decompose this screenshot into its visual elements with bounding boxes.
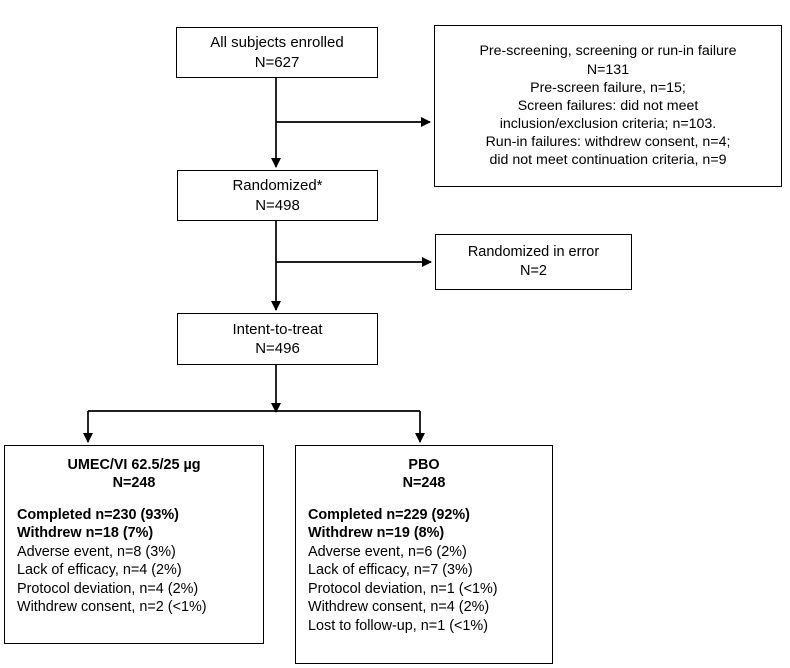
- node-umec-vi-arm: UMEC/VI 62.5/25 µg N=248 Completed n=230…: [4, 445, 264, 644]
- node-prescreening-failure: Pre-screening, screening or run-in failu…: [434, 25, 782, 187]
- pbo-arm-row-protocol-deviation: Protocol deviation, n=1 (<1%): [308, 580, 498, 597]
- prescreen-failure-line-5: inclusion/exclusion criteria; n=103.: [499, 116, 717, 133]
- node-rand-error-count: N=2: [519, 263, 547, 279]
- node-intent-to-treat: Intent-to-treat N=496: [177, 313, 378, 365]
- pbo-arm-row-lost-to-follow-up: Lost to follow-up, n=1 (<1%): [308, 617, 488, 634]
- prescreen-failure-line-2: N=131: [586, 61, 630, 78]
- node-itt-label: Intent-to-treat: [232, 320, 323, 338]
- pbo-arm-row-lack-of-efficacy: Lack of efficacy, n=7 (3%): [308, 562, 473, 579]
- node-randomized-label: Randomized*: [232, 177, 323, 195]
- node-randomized: Randomized* N=498: [177, 170, 378, 221]
- pbo-arm-row-completed: Completed n=229 (92%): [308, 506, 470, 523]
- umec-arm-count: N=248: [112, 475, 156, 492]
- node-itt-count: N=496: [255, 340, 300, 357]
- pbo-arm-title: PBO: [408, 457, 440, 473]
- umec-arm-row-withdrew: Withdrew n=18 (7%): [17, 525, 154, 542]
- pbo-arm-row-adverse-event: Adverse event, n=6 (2%): [308, 543, 467, 560]
- node-enrolled-count: N=627: [254, 53, 300, 71]
- umec-arm-title: UMEC/VI 62.5/25 µg: [67, 457, 201, 473]
- node-enrolled-label: All subjects enrolled: [210, 34, 344, 52]
- prescreen-failure-line-1: Pre-screening, screening or run-in failu…: [479, 43, 737, 60]
- pbo-arm-row-withdrew-consent: Withdrew consent, n=4 (2%): [308, 599, 490, 616]
- node-randomized-count: N=498: [255, 196, 300, 214]
- node-rand-error-label: Randomized in error: [467, 244, 600, 261]
- umec-arm-row-lack-of-efficacy: Lack of efficacy, n=4 (2%): [17, 562, 182, 579]
- pbo-arm-spacer: [308, 493, 540, 506]
- node-all-subjects-enrolled: All subjects enrolled N=627: [176, 27, 378, 78]
- umec-arm-row-completed: Completed n=230 (93%): [17, 506, 179, 523]
- umec-arm-row-withdrew-consent: Withdrew consent, n=2 (<1%): [17, 599, 207, 616]
- umec-arm-row-adverse-event: Adverse event, n=8 (3%): [17, 543, 176, 560]
- prescreen-failure-line-3: Pre-screen failure, n=15;: [530, 79, 686, 96]
- umec-arm-spacer: [17, 493, 251, 506]
- prescreen-failure-line-4: Screen failures: did not meet: [517, 97, 699, 114]
- node-randomized-in-error: Randomized in error N=2: [435, 234, 632, 290]
- pbo-arm-count: N=248: [402, 475, 446, 492]
- prescreen-failure-line-7: did not meet continuation criteria, n=9: [489, 152, 727, 169]
- node-pbo-arm: PBO N=248 Completed n=229 (92%) Withdrew…: [295, 445, 553, 664]
- prescreen-failure-line-6: Run-in failures: withdrew consent, n=4;: [485, 134, 731, 151]
- pbo-arm-row-withdrew: Withdrew n=19 (8%): [308, 525, 445, 542]
- umec-arm-row-protocol-deviation: Protocol deviation, n=4 (2%): [17, 580, 199, 597]
